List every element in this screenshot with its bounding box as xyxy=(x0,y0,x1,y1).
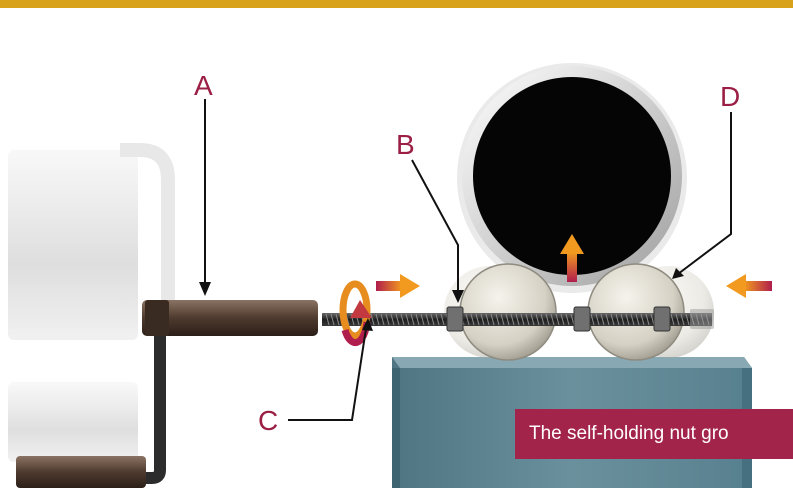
roller-left xyxy=(459,263,557,361)
threaded-rod xyxy=(322,306,714,332)
leader-d xyxy=(677,112,732,275)
force-arrow-left xyxy=(376,274,420,298)
faded-machine-body xyxy=(8,143,175,462)
leader-c xyxy=(288,321,368,421)
label-b: B xyxy=(396,129,415,160)
pipe xyxy=(457,63,687,293)
label-a: A xyxy=(194,70,213,101)
label-d: D xyxy=(720,81,740,112)
force-arrow-up xyxy=(560,234,584,282)
top-bar xyxy=(0,0,793,8)
crank-handle xyxy=(16,300,318,488)
label-c: C xyxy=(258,405,278,436)
leader-b xyxy=(411,159,459,296)
leader-lines xyxy=(199,99,732,421)
force-arrow-right xyxy=(726,274,772,298)
caption-banner: The self-holding nut gro xyxy=(515,409,793,459)
